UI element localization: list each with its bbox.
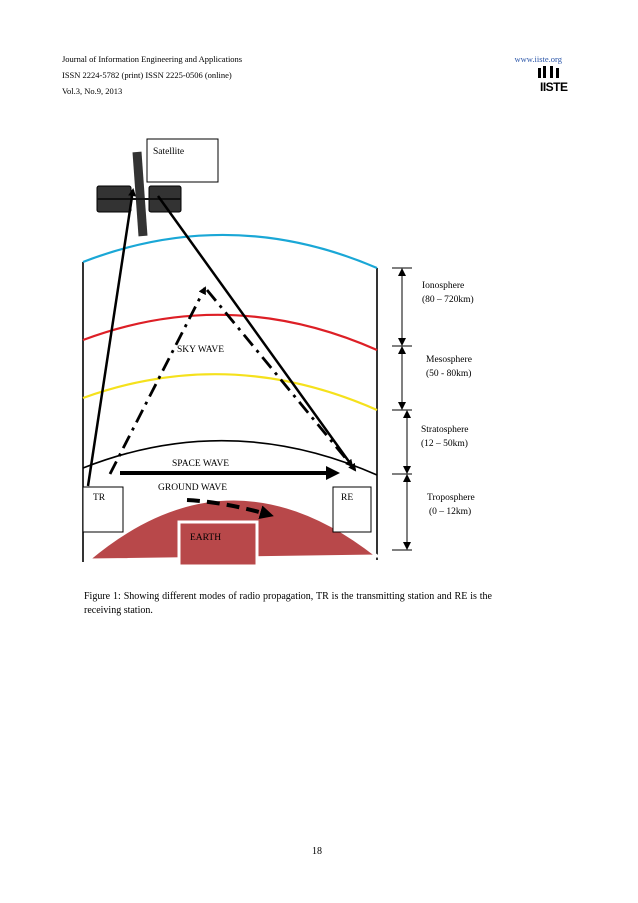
- page-number: 18: [312, 846, 322, 857]
- troposphere-label: Troposphere: [427, 493, 475, 503]
- satellite-label-box: [146, 138, 219, 183]
- tr-label: TR: [93, 493, 106, 503]
- uplink-arrow: [86, 188, 137, 487]
- mesosphere-range: (50 - 80km): [426, 368, 471, 379]
- stratosphere-curve: [82, 373, 378, 412]
- issn-line: ISSN 2224-5782 (print) ISSN 2225-0506 (o…: [62, 70, 232, 80]
- sky-wave-up: [108, 286, 207, 475]
- iiste-logo-icon: [538, 66, 559, 78]
- downlink-arrow: [156, 195, 357, 472]
- ionosphere-range: (80 – 720km): [422, 294, 474, 305]
- earth-label-box: [177, 520, 259, 568]
- satellite-label: Satellite: [153, 147, 184, 157]
- stratosphere-range: (12 – 50km): [421, 438, 468, 449]
- mesosphere-curve: [82, 313, 378, 352]
- journal-url[interactable]: www.iiste.org: [514, 54, 562, 64]
- earth-label: EARTH: [190, 533, 221, 543]
- figure-caption: Figure 1: Showing different modes of rad…: [84, 591, 492, 616]
- mesosphere-label: Mesosphere: [426, 355, 472, 365]
- ionosphere-curve: [82, 233, 378, 270]
- troposphere-curve: [82, 439, 378, 476]
- tr-station-box: [82, 486, 124, 533]
- ground-wave-arrow: [186, 498, 274, 519]
- volume-line: Vol.3, No.9, 2013: [62, 86, 123, 96]
- logo-text: IISTE: [540, 80, 568, 94]
- re-station-box: [332, 486, 372, 533]
- sky-wave-label: SKY WAVE: [177, 345, 224, 355]
- ground-wave-label: GROUND WAVE: [158, 483, 227, 493]
- sky-wave-down: [205, 289, 354, 468]
- satellite-body: [132, 151, 148, 237]
- space-wave-label: SPACE WAVE: [172, 459, 229, 469]
- stratosphere-label: Stratosphere: [421, 425, 469, 435]
- re-label: RE: [341, 493, 353, 503]
- ionosphere-label: Ionosphere: [422, 281, 464, 291]
- journal-name: Journal of Information Engineering and A…: [62, 54, 243, 64]
- troposphere-range: (0 – 12km): [429, 506, 471, 517]
